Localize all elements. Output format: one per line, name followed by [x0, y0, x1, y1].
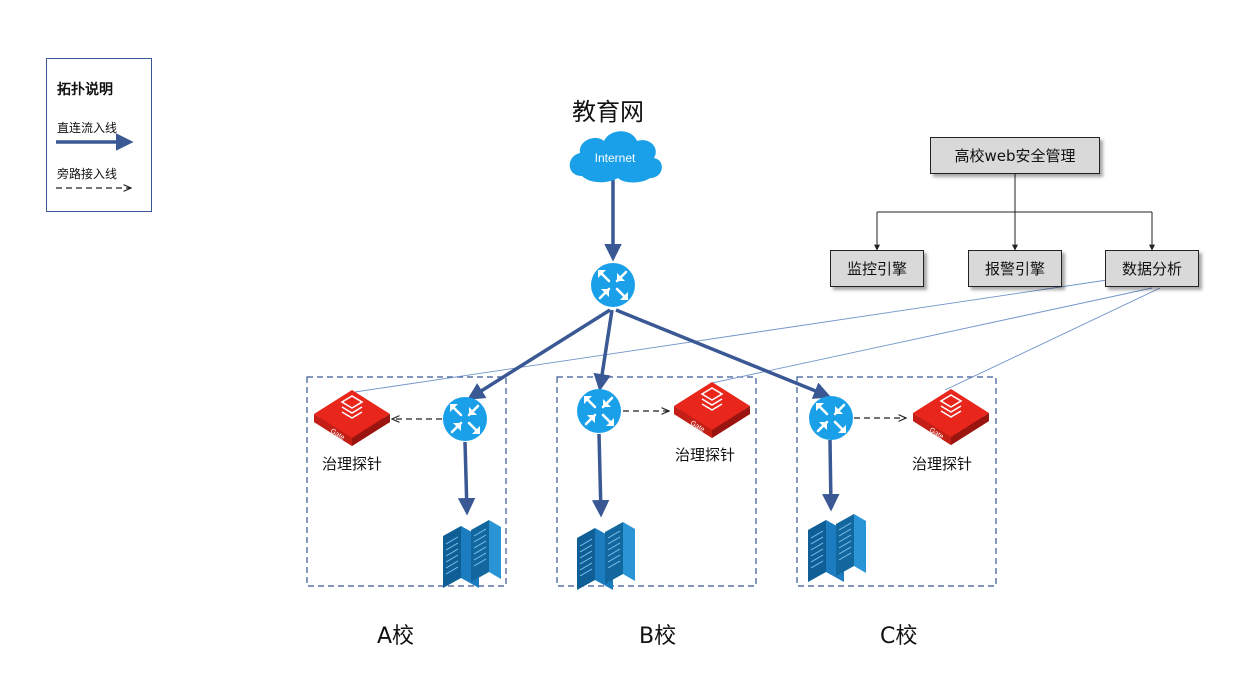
- router-b-to-server-line: [591, 433, 610, 518]
- probe-a-icon: Gate: [313, 389, 391, 447]
- server-b-icon: [576, 521, 636, 591]
- router-c-to-server-line: [822, 439, 840, 512]
- probe-a-label: 治理探针: [322, 455, 383, 473]
- legend: 拓扑说明 直连流入线 旁路接入线: [46, 58, 152, 212]
- cloud-label: Internet: [595, 151, 636, 165]
- probe-c-label: 治理探针: [912, 455, 973, 473]
- core-router-icon: [589, 261, 637, 309]
- router-c-icon: [807, 394, 855, 442]
- legend-direct-line-label: 直连流入线: [57, 121, 118, 135]
- monitor-engine-box: 监控引擎: [830, 250, 924, 287]
- server-c-icon: [807, 513, 867, 583]
- direct-flow-lines: [457, 180, 840, 518]
- alarm-engine-box: 报警引擎: [968, 250, 1062, 287]
- analysis-links: [354, 279, 1161, 393]
- school-a-label: A校: [377, 624, 415, 649]
- legend-bypass-line-label: 旁路接入线: [57, 167, 118, 181]
- network-title: 教育网: [572, 98, 644, 126]
- school-c-box: [796, 376, 997, 587]
- school-b-label: B校: [639, 624, 677, 649]
- legend-title: 拓扑说明: [57, 82, 113, 98]
- core-to-router-c-line: [615, 308, 832, 399]
- probe-b-label: 治理探针: [675, 446, 736, 464]
- router-a-icon: [441, 395, 489, 443]
- router-a-to-server-line: [457, 441, 476, 516]
- bypass-lines: [392, 411, 906, 419]
- school-a-box: [306, 376, 507, 587]
- internet-cloud-icon: Internet: [569, 131, 662, 183]
- school-c-label: C校: [880, 624, 918, 649]
- management-root-box: 高校web安全管理: [930, 137, 1100, 174]
- core-to-router-a-line: [467, 308, 611, 400]
- probe-c-icon: Gate: [912, 388, 990, 446]
- data-analysis-box: 数据分析: [1105, 250, 1199, 287]
- school-b-box: [556, 376, 757, 587]
- probe-b-icon: Gate: [673, 381, 751, 439]
- router-b-icon: [575, 387, 623, 435]
- core-to-router-b-line: [593, 309, 614, 392]
- server-a-icon: [442, 519, 502, 589]
- management-connectors: [874, 174, 1155, 251]
